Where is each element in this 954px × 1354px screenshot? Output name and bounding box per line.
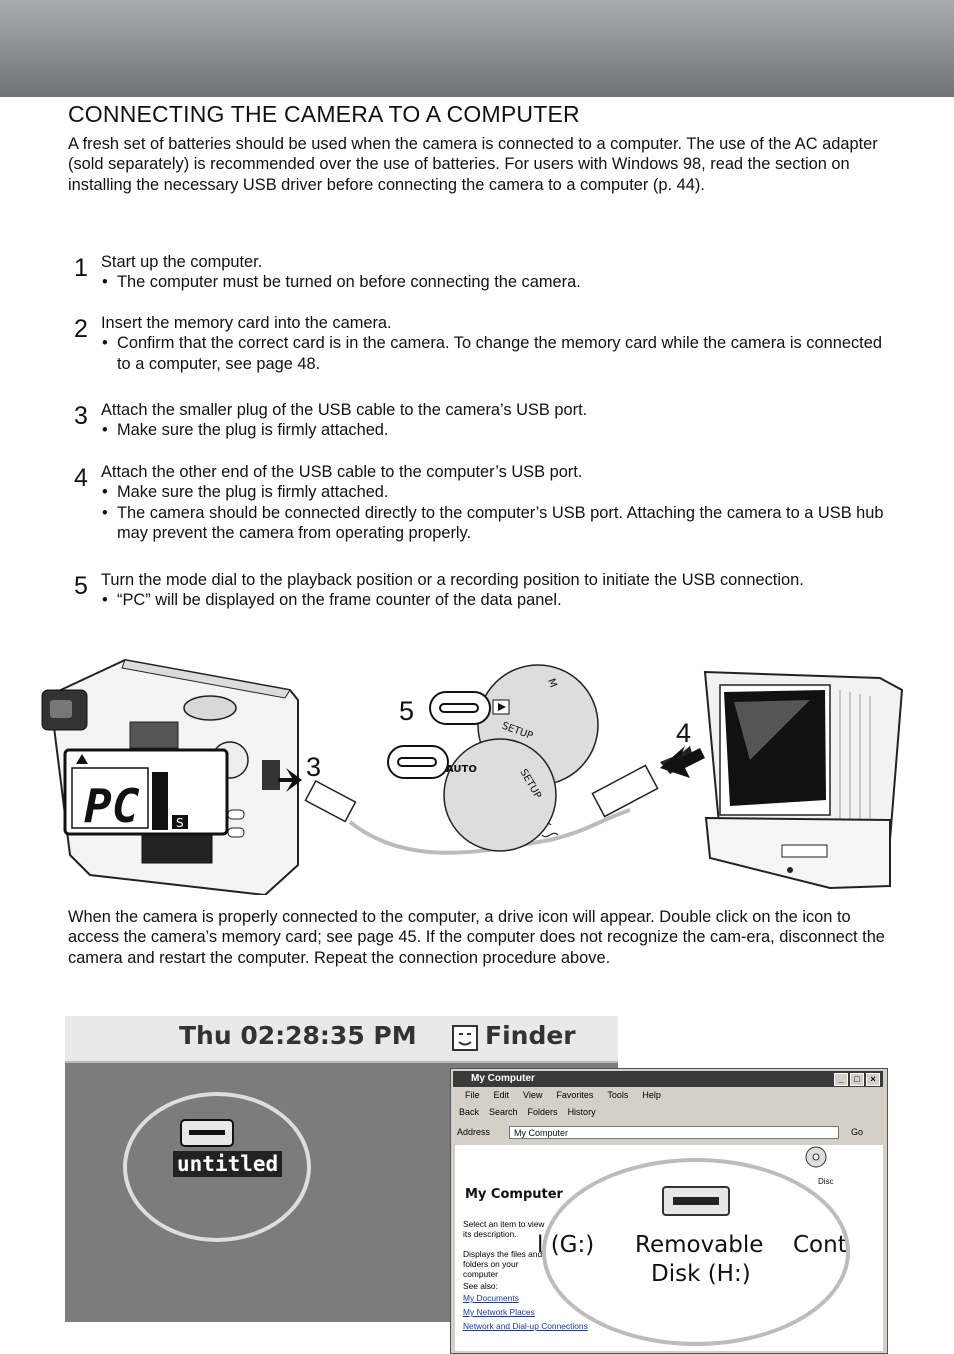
step-number: 2 (74, 315, 88, 343)
step-number: 5 (74, 572, 88, 600)
highlight-ellipse (123, 1092, 311, 1242)
go-button[interactable]: Go (851, 1127, 864, 1137)
arrow-4-icon (660, 746, 705, 778)
connection-illustration: PC S AUTO SETUP SETUP M (41, 658, 904, 895)
menubar-clock: Thu 02:28:35 PM (179, 1021, 417, 1050)
address-field[interactable]: My Computer (509, 1126, 839, 1139)
finder-icon (452, 1025, 478, 1051)
dial-m-label: M (545, 677, 558, 689)
step-bullet: Make sure the plug is firmly attached. (101, 420, 891, 441)
minimize-button[interactable]: _ (834, 1073, 848, 1086)
disc-label: Disc (818, 1177, 834, 1186)
back-button[interactable]: Back (459, 1107, 480, 1117)
s-indicator: S (176, 816, 184, 830)
mac-desktop-screenshot: Thu 02:28:35 PM Finder untitled (65, 1016, 618, 1322)
callout-5: 5 (399, 696, 415, 726)
step-text: Attach the other end of the USB cable to… (101, 463, 583, 481)
data-panel: PC S (63, 748, 229, 836)
mac-menubar: Thu 02:28:35 PM Finder (65, 1016, 618, 1063)
link-my-network-places[interactable]: My Network Places (463, 1307, 535, 1317)
step-number: 4 (74, 464, 88, 492)
step-bullet: The computer must be turned on before co… (101, 272, 891, 293)
close-button[interactable]: × (866, 1073, 880, 1086)
step-text: Attach the smaller plug of the USB cable… (101, 401, 588, 419)
window-title: My Computer (471, 1073, 535, 1084)
menu-file[interactable]: File (465, 1090, 480, 1100)
highlight-ellipse (542, 1158, 850, 1346)
menu-favorites[interactable]: Favorites (556, 1090, 594, 1100)
after-paragraph: When the camera is properly connected to… (68, 908, 885, 967)
step-text: Turn the mode dial to the playback posit… (101, 571, 804, 589)
window-toolbar: Back Search Folders History (459, 1107, 596, 1117)
link-my-documents[interactable]: My Documents (463, 1293, 519, 1303)
side-description: Displays the files and folders on your c… (463, 1249, 543, 1279)
pc-readout: PC (84, 779, 140, 833)
callout-3: 3 (306, 752, 322, 782)
header-band (0, 0, 954, 97)
menu-help[interactable]: Help (642, 1090, 661, 1100)
step-bullet: “PC” will be displayed on the frame coun… (101, 590, 891, 611)
window-menubar: File Edit View Favorites Tools Help (465, 1090, 661, 1100)
step-number: 1 (74, 254, 88, 282)
search-button[interactable]: Search (489, 1107, 518, 1117)
address-label: Address (457, 1127, 491, 1137)
step-number: 3 (74, 402, 88, 430)
link-network-connections[interactable]: Network and Dial-up Connections (463, 1321, 588, 1331)
mode-dial-icon: AUTO SETUP SETUP M (387, 664, 599, 852)
menu-edit[interactable]: Edit (493, 1090, 510, 1100)
callout-4: 4 (676, 718, 692, 748)
page-title: CONNECTING THE CAMERA TO A COMPUTER (68, 101, 580, 127)
folders-button[interactable]: Folders (527, 1107, 558, 1117)
arrow-3-icon (278, 768, 302, 792)
menu-view[interactable]: View (523, 1090, 543, 1100)
step-bullet: The camera should be connected directly … (101, 503, 891, 544)
computer-icon (703, 670, 904, 890)
dial-auto-label: AUTO (446, 764, 477, 775)
step-text: Start up the computer. (101, 253, 263, 271)
step-bullet: Make sure the plug is firmly attached. (101, 482, 891, 503)
menu-tools[interactable]: Tools (607, 1090, 629, 1100)
usb-cable (348, 808, 631, 855)
side-description: Select an item to view its description. (463, 1219, 545, 1239)
step-text: Insert the memory card into the camera. (101, 314, 392, 332)
maximize-button[interactable]: □ (850, 1073, 864, 1086)
content-heading: My Computer (465, 1187, 563, 1202)
window-titlebar: My Computer _ □ × (453, 1071, 883, 1087)
intro-paragraph: A fresh set of batteries should be used … (68, 135, 878, 194)
see-also-label: See also: (463, 1281, 498, 1291)
cd-drive-icon[interactable] (801, 1145, 831, 1171)
usb-mini-plug-icon (304, 779, 357, 823)
step-bullet: Confirm that the correct card is in the … (101, 333, 891, 374)
menubar-finder[interactable]: Finder (485, 1021, 576, 1050)
history-button[interactable]: History (567, 1107, 596, 1117)
